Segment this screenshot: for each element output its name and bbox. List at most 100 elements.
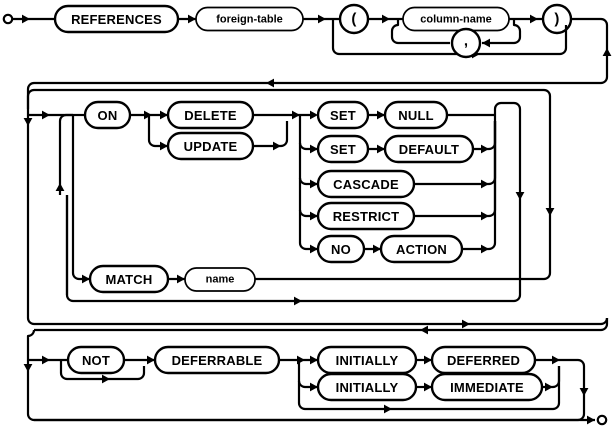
arrow-row1-return-left xyxy=(266,78,274,88)
arrow-ref-to-ft xyxy=(188,14,196,24)
arrow-action-5 xyxy=(310,244,318,254)
track-bypass-rejoin xyxy=(559,25,568,56)
arrow-action-3 xyxy=(310,179,318,189)
arrow-not-bypass xyxy=(102,374,110,384)
node-initially1-label: INITIALLY xyxy=(336,353,399,368)
track-row3-top-right xyxy=(600,318,609,332)
node-rparen-label: ) xyxy=(554,11,559,28)
track-update-merge xyxy=(253,121,289,148)
track-action-merge xyxy=(462,121,497,251)
arrow-action-merge xyxy=(481,244,489,254)
arrow-to-update xyxy=(160,141,168,151)
track-repeat-return xyxy=(65,195,302,303)
arrow-action-1 xyxy=(310,110,318,120)
node-name-label: name xyxy=(206,274,235,286)
arrow-ft-to-lparen xyxy=(318,14,326,24)
track-immediate-merge xyxy=(542,366,561,389)
arrow-match-to-name xyxy=(177,274,185,284)
node-on-label: ON xyxy=(98,108,118,123)
track-comma-loop-left xyxy=(390,19,450,45)
node-delete-label: DELETE xyxy=(184,108,237,123)
node-foreign-table-label: foreign-table xyxy=(216,14,283,26)
node-deferrable-label: DEFERRABLE xyxy=(172,353,263,368)
node-references-label: REFERENCES xyxy=(71,12,162,27)
node-set2-label: SET xyxy=(330,142,356,157)
arrow-comma-loop xyxy=(482,38,490,48)
node-column-name-label: column-name xyxy=(420,14,492,26)
arrow-action-entry xyxy=(292,110,300,120)
track-end-rail xyxy=(26,413,595,422)
arrow-row2-entry xyxy=(42,110,50,120)
arrow-action-4 xyxy=(310,211,318,221)
arrow-initially2 xyxy=(310,382,318,392)
end-marker-icon xyxy=(596,414,608,426)
node-action-label: ACTION xyxy=(396,242,447,257)
arrow-no-to-action xyxy=(373,244,381,254)
arrow-update-merge xyxy=(273,141,281,151)
node-comma-box xyxy=(450,27,482,59)
track-row3-left-rail xyxy=(26,329,36,414)
node-cascade-label: CASCADE xyxy=(333,177,399,192)
track-action-branch-2 xyxy=(298,142,318,151)
node-default-label: DEFAULT xyxy=(399,142,459,157)
arrow-repeat-up xyxy=(55,183,65,191)
arrow-to-delete xyxy=(160,110,168,120)
track-initially2-branch xyxy=(297,380,318,389)
track-split-update xyxy=(147,115,168,148)
arrow-set1-to-null xyxy=(377,110,385,120)
arrow-start xyxy=(22,14,30,24)
node-lparen-label: ( xyxy=(351,11,356,28)
node-no-label: NO xyxy=(331,242,351,257)
track-match-return xyxy=(63,88,552,281)
track-actions-return xyxy=(302,101,522,303)
track-action-branch-4 xyxy=(298,209,318,218)
arrow-set2-to-default xyxy=(377,144,385,154)
node-update-label: UPDATE xyxy=(184,139,238,154)
arrow-col-to-rparen xyxy=(530,14,538,24)
track-initially-skip xyxy=(297,360,380,411)
arrow-row3-left-down xyxy=(23,364,33,372)
arrow-row1-down xyxy=(602,48,612,56)
arrow-to-match xyxy=(82,274,90,284)
node-comma-label: , xyxy=(464,33,468,50)
track-action-branch-3 xyxy=(298,177,318,186)
track-bypass-paren-down xyxy=(331,19,560,56)
arrow-end xyxy=(587,415,595,425)
arrow-row3-top-left xyxy=(420,325,428,335)
track-comma-loop-right xyxy=(482,19,522,45)
arrow-not-to-deferrable xyxy=(147,355,155,365)
node-set1-label: SET xyxy=(330,108,356,123)
track-row1-to-row2 xyxy=(26,17,609,109)
track-repeat-up xyxy=(58,113,73,195)
arrow-lparen-to-col xyxy=(382,14,390,24)
node-match-label: MATCH xyxy=(106,272,153,287)
arrow-cascade-merge xyxy=(481,179,489,189)
track-row2-outer-entry xyxy=(26,88,63,109)
arrow-default-merge xyxy=(481,144,489,154)
node-not-label: NOT xyxy=(82,353,110,368)
track-match-entry-curve xyxy=(71,272,90,281)
track-skip-rejoin xyxy=(380,366,561,411)
track-default-merge xyxy=(473,121,497,151)
node-restrict-label: RESTRICT xyxy=(333,209,400,224)
node-immediate-label: IMMEDIATE xyxy=(450,380,524,395)
node-null-label: NULL xyxy=(398,108,433,123)
arrow-row3-entry xyxy=(42,355,50,365)
arrow-restrict-merge xyxy=(481,211,489,221)
arrow-action-2 xyxy=(310,144,318,154)
arrow-actions-return-down xyxy=(515,192,525,200)
node-deferred-label: DEFERRED xyxy=(447,353,520,368)
arrow-initially1 xyxy=(310,355,318,365)
arrow-immediate-merge xyxy=(545,382,553,392)
track-row2-bottom xyxy=(26,317,601,326)
arrow-row3-down xyxy=(579,388,589,396)
track-action-split-rail xyxy=(298,115,318,251)
arrow-match-return-down xyxy=(545,208,555,216)
node-initially2-label: INITIALLY xyxy=(336,380,399,395)
arrow-repeat-return xyxy=(294,296,302,306)
start-marker-icon xyxy=(2,13,14,25)
arrow-initially2-to-immediate xyxy=(424,382,432,392)
arrow-deferred-merge xyxy=(552,355,560,365)
